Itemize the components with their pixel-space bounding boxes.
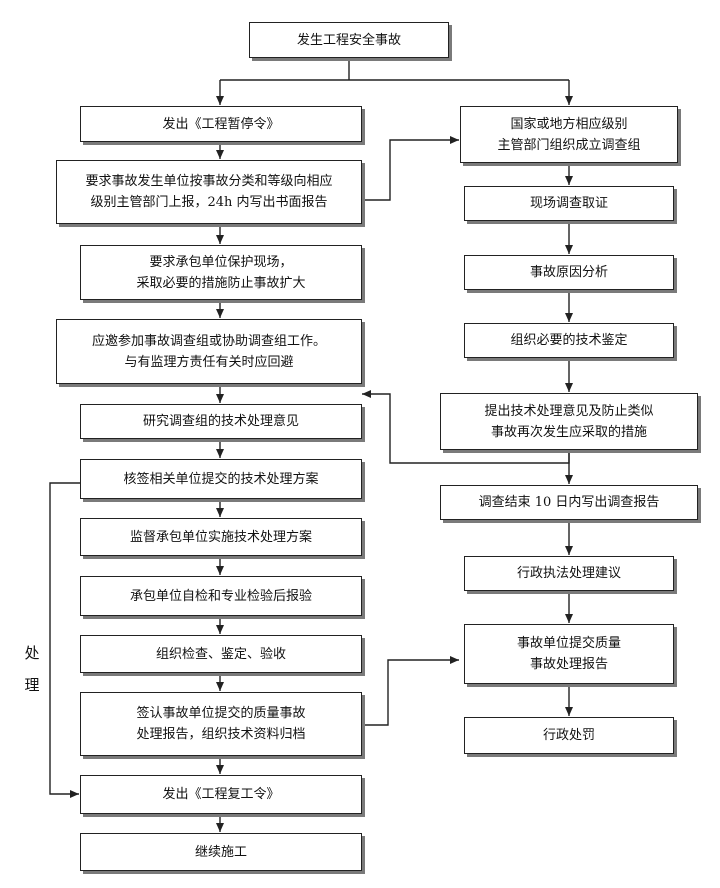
node-evidence: 现场调查取证 xyxy=(464,186,674,221)
node-issue-stop: 发出《工程暂停令》 xyxy=(80,106,362,142)
node-appraisal: 组织必要的技术鉴定 xyxy=(464,323,674,358)
node-sign-report: 签认事故单位提交的质量事故 处理报告，组织技术资料归档 xyxy=(80,692,362,756)
node-inspect: 组织检查、鉴定、验收 xyxy=(80,635,362,673)
node-participate: 应邀参加事故调查组或协助调查组工作。 与有监理方责任有关时应回避 xyxy=(56,319,362,384)
node-gov-team: 国家或地方相应级别 主管部门组织成立调查组 xyxy=(460,106,678,163)
node-report: 要求事故发生单位按事故分类和等级向相应 级别主管部门上报，24h 内写出书面报告 xyxy=(56,160,362,224)
node-issue-resume: 发出《工程复工令》 xyxy=(80,775,362,814)
side-label-chu: 处 xyxy=(24,644,40,662)
side-label-li: 理 xyxy=(24,676,40,694)
arrow-proposal-to-study xyxy=(362,390,570,464)
node-penalty: 行政处罚 xyxy=(464,717,674,754)
node-self-check: 承包单位自检和专业检验后报验 xyxy=(80,576,362,616)
node-final-report: 调查结束 10 日内写出调查报告 xyxy=(440,485,698,520)
node-supervise: 监督承包单位实施技术处理方案 xyxy=(80,518,362,556)
arrow-report-to-gov-team xyxy=(362,136,459,201)
node-protect: 要求承包单位保护现场， 采取必要的措施防止事故扩大 xyxy=(80,245,362,300)
node-admin-advice: 行政执法处理建议 xyxy=(464,556,674,591)
node-continue: 继续施工 xyxy=(80,833,362,871)
node-proposal: 提出技术处理意见及防止类似 事故再次发生应采取的措施 xyxy=(440,393,698,450)
arrow-countersign-to-resume xyxy=(49,482,80,798)
arrow-sign-report-to-quality-report xyxy=(362,656,459,726)
node-quality-report: 事故单位提交质量 事故处理报告 xyxy=(464,624,674,684)
node-cause: 事故原因分析 xyxy=(464,255,674,290)
node-countersign: 核签相关单位提交的技术处理方案 xyxy=(80,459,362,499)
node-start: 发生工程安全事故 xyxy=(249,22,449,58)
node-study: 研究调查组的技术处理意见 xyxy=(80,404,362,439)
